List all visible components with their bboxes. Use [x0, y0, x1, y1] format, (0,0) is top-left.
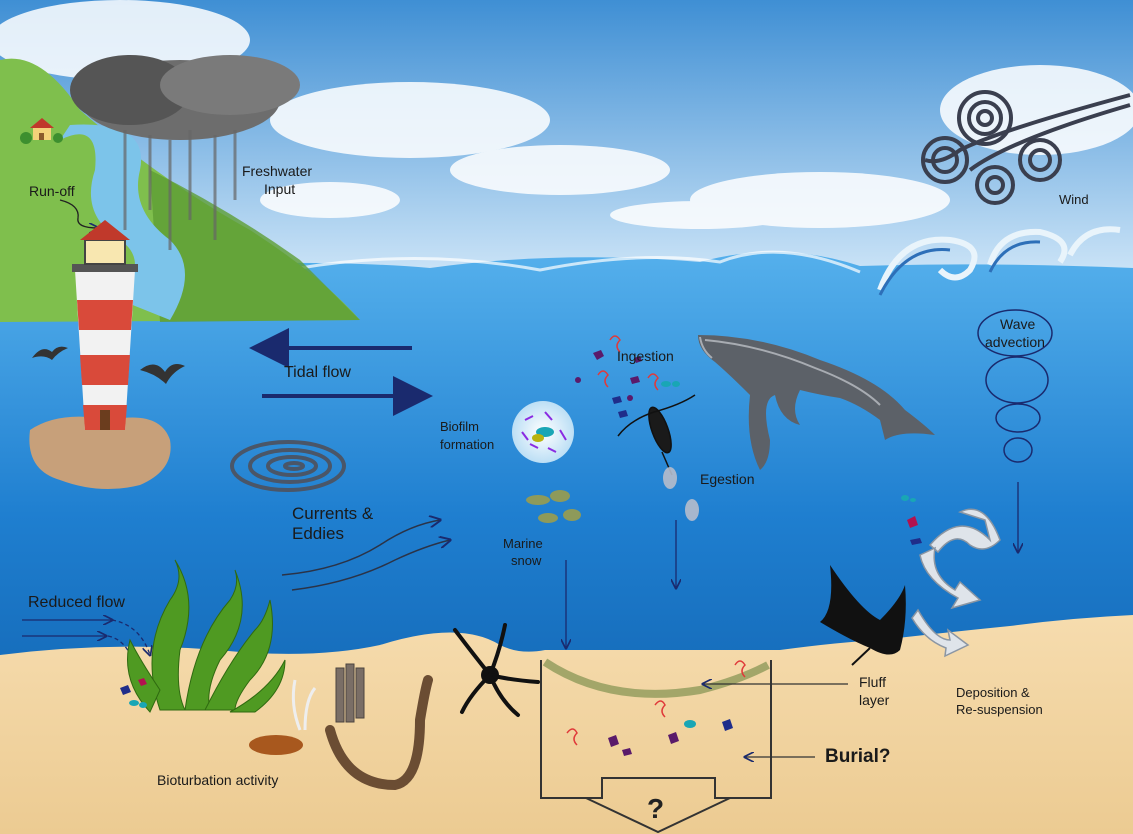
marine-snow-label-line1: Marine: [503, 535, 543, 552]
fluff-layer-label-line2: layer: [859, 692, 889, 709]
wave-advection-label-line1: Wave: [1000, 316, 1035, 333]
burrow-tube-icon: [336, 664, 364, 722]
fluff-layer-label-line1: Fluff: [859, 674, 886, 691]
currents-eddies-label-line2: Eddies: [292, 525, 344, 542]
biofilm-formation-label-line2: formation: [440, 436, 494, 453]
egestion-label: Egestion: [700, 471, 754, 488]
freshwater-input-label-line2: Input: [264, 181, 295, 198]
currents-eddies-label-line1: Currents &: [292, 505, 373, 522]
biofilm-formation-label-line1: Biofilm: [440, 418, 479, 435]
deposition-label-line1: Deposition &: [956, 684, 1030, 701]
wind-label: Wind: [1059, 191, 1089, 208]
ingestion-label: Ingestion: [617, 348, 674, 365]
burial-label: Burial?: [825, 748, 890, 765]
wave-advection-label-line2: advection: [985, 334, 1045, 351]
marine-snow-label-line2: snow: [511, 552, 541, 569]
clam-icon: [249, 735, 303, 755]
question-mark-label: ?: [647, 794, 664, 824]
reduced-flow-label: Reduced flow: [28, 594, 125, 611]
bioturbation-activity-label: Bioturbation activity: [157, 772, 278, 789]
freshwater-input-label-line1: Freshwater: [242, 163, 312, 180]
tidal-flow-label: Tidal flow: [284, 364, 351, 381]
deposition-label-line2: Re-suspension: [956, 701, 1043, 718]
biofilm-icon: [512, 401, 574, 463]
run-off-label: Run-off: [29, 183, 75, 200]
